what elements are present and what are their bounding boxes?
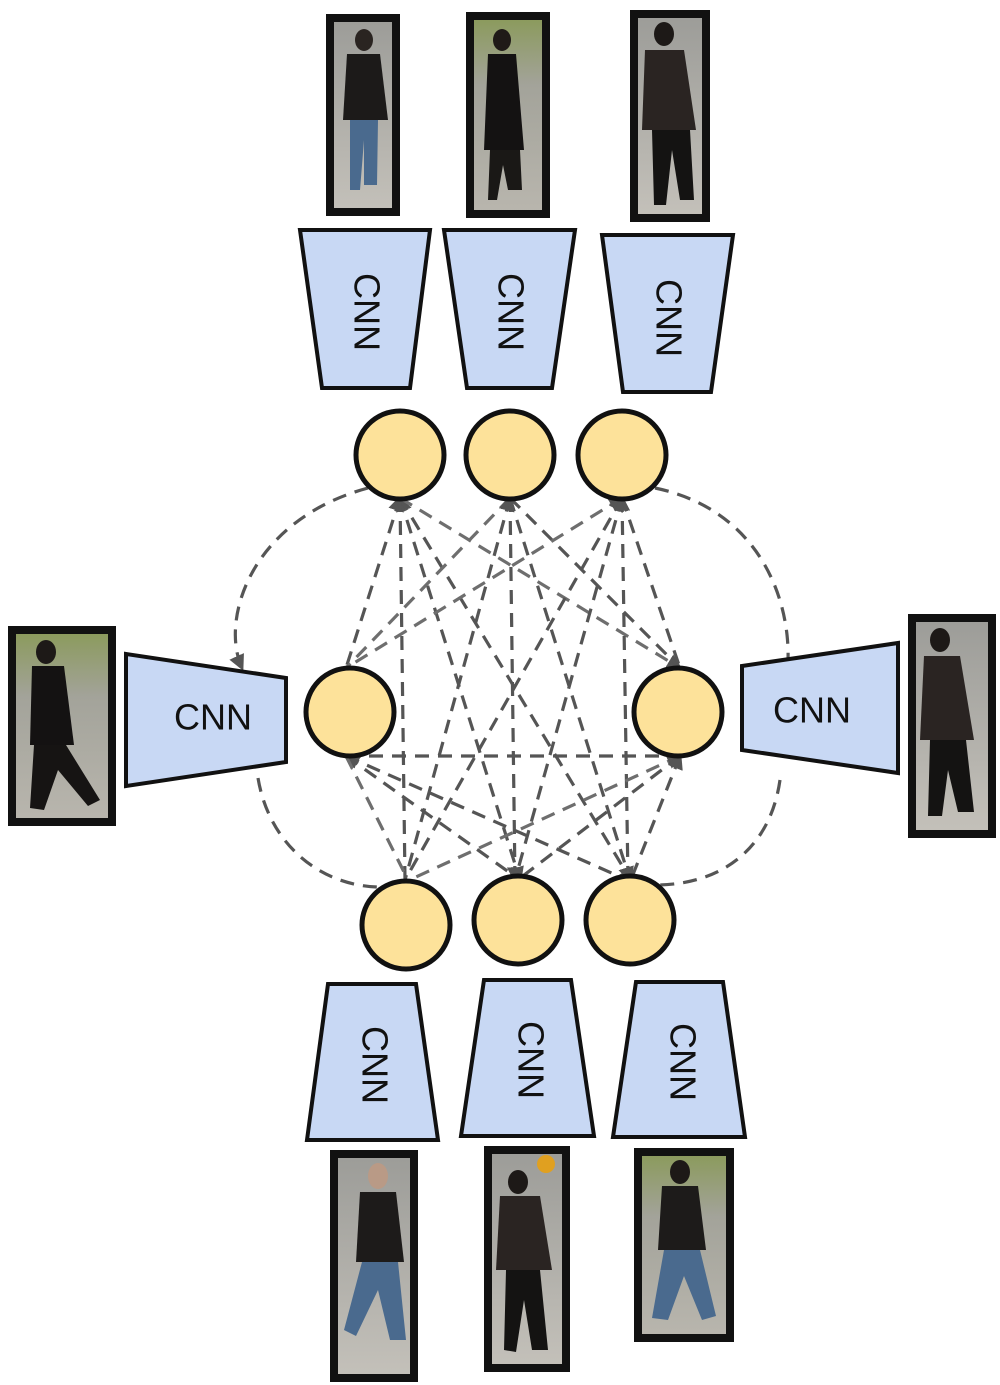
edge-l-b3 xyxy=(343,753,635,885)
edge-t3-r xyxy=(620,497,682,669)
edge-r-b1 xyxy=(404,754,683,884)
edge-t3-b3 xyxy=(614,494,631,881)
edge-t2-l xyxy=(344,496,512,670)
edge-t1-l xyxy=(344,494,404,669)
pedestrian-image-top-3 xyxy=(630,10,710,222)
cnn-blocks: CNN CNN CNN CNN CNN CNN CNN xyxy=(124,228,900,1142)
pedestrian-image-bottom-2 xyxy=(484,1146,570,1372)
cnn-top-2-label: CNN xyxy=(490,273,531,351)
pedestrian-image-right xyxy=(908,614,996,838)
cnn-left-label: CNN xyxy=(174,697,252,738)
cnn-bottom-3-label: CNN xyxy=(662,1023,703,1101)
node-bottom-2 xyxy=(471,873,565,967)
graph-edges xyxy=(229,486,790,889)
pedestrian-image-left xyxy=(8,626,116,826)
feature-nodes xyxy=(303,408,725,972)
pedestrian-image-bottom-3 xyxy=(634,1148,734,1342)
cnn-top-3: CNN xyxy=(599,233,736,394)
cnn-bottom-1: CNN xyxy=(304,982,441,1142)
cnn-left: CNN xyxy=(124,651,288,789)
cnn-right: CNN xyxy=(740,640,900,776)
node-top-3 xyxy=(575,408,669,502)
node-top-2 xyxy=(463,408,557,502)
cnn-top-2: CNN xyxy=(441,228,578,390)
edge-t1-r xyxy=(399,496,683,670)
pedestrian-image-top-1 xyxy=(326,14,400,216)
edge-left-bottom1 xyxy=(256,777,401,889)
node-middle-left xyxy=(303,665,397,759)
cnn-bottom-2: CNN xyxy=(458,978,597,1138)
cnn-right-label: CNN xyxy=(773,690,851,731)
cnn-top-3-label: CNN xyxy=(648,279,689,357)
node-bottom-1 xyxy=(359,878,453,972)
cnn-bottom-1-label: CNN xyxy=(354,1026,395,1104)
node-bottom-3 xyxy=(583,873,677,967)
edge-t2-r xyxy=(508,496,682,670)
cnn-top-1-label: CNN xyxy=(346,273,387,351)
pedestrian-images xyxy=(8,10,996,1382)
edge-l-b1 xyxy=(344,755,410,881)
edge-t3-b1 xyxy=(403,495,624,881)
pedestrian-image-top-2 xyxy=(466,12,550,218)
cnn-bottom-2-label: CNN xyxy=(510,1021,551,1099)
edge-top1-left xyxy=(229,486,369,671)
edge-t1-b1 xyxy=(398,497,407,881)
edge-t3-l xyxy=(345,496,625,670)
edge-top3-right xyxy=(654,486,790,661)
node-middle-right xyxy=(631,665,725,759)
edge-right-bottom3 xyxy=(654,779,782,887)
cnn-bottom-3: CNN xyxy=(610,980,748,1139)
node-top-1 xyxy=(353,408,447,502)
edge-t1-b2 xyxy=(396,494,524,884)
cnn-top-1: CNN xyxy=(297,228,433,390)
pedestrian-image-bottom-1 xyxy=(330,1150,418,1382)
edge-r-b2 xyxy=(514,754,681,884)
